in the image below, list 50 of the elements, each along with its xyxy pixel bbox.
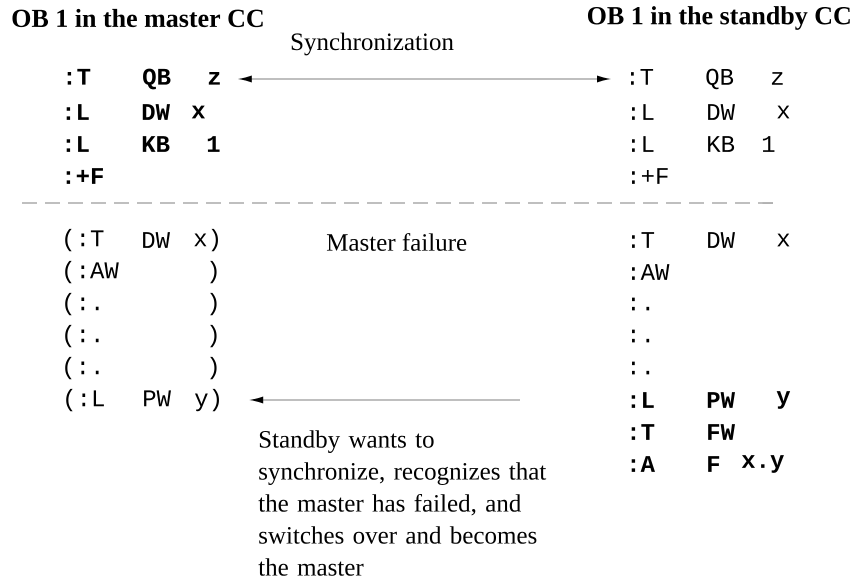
code-text: x xyxy=(777,106,790,118)
code-text: :+F xyxy=(632,168,668,184)
code-text: :L xyxy=(632,136,654,152)
code-text: x) xyxy=(194,228,218,252)
code-text: ) xyxy=(210,356,217,380)
code-text: :L xyxy=(66,136,89,152)
code-text: KB xyxy=(142,136,170,152)
code-text: ) xyxy=(210,292,217,316)
code-text: ) xyxy=(210,260,217,284)
column-heading: OB 1 in the standby CC xyxy=(588,6,850,30)
explanation-text: Standby wants to synchronize, recognizes that the master has failed, and switches over and becomes the master xyxy=(258,430,546,576)
code-text: y xyxy=(776,391,790,409)
code-text: :AW xyxy=(632,264,670,280)
code-text: :. xyxy=(632,362,650,374)
code-text: :L xyxy=(66,104,89,120)
code-text: :A xyxy=(632,456,655,472)
arrow xyxy=(239,76,610,82)
code-text: :+F xyxy=(66,168,103,184)
code-text: 1 xyxy=(208,136,220,152)
code-text: F xyxy=(708,456,720,472)
code-text: DW xyxy=(708,104,735,120)
code-text: x xyxy=(192,106,206,118)
code-text: :L xyxy=(632,392,654,408)
code-line: :T QB z xyxy=(68,68,220,90)
code-text: (:. xyxy=(65,356,99,380)
code-text: x.y xyxy=(742,455,784,473)
code-text: FW xyxy=(708,424,735,440)
code-text: x xyxy=(777,234,790,246)
arrow xyxy=(250,396,520,404)
code-text: :. xyxy=(632,330,650,342)
code-text: DW xyxy=(708,232,735,248)
code-text: DW xyxy=(143,232,170,248)
code-text: :T xyxy=(632,232,654,248)
event-label: Master failure xyxy=(326,233,466,251)
edge-label: Synchronization xyxy=(289,32,455,56)
code-text: :. xyxy=(632,298,650,310)
code-text: PW xyxy=(708,392,735,408)
code-text: 1 xyxy=(762,136,774,152)
code-text: :T xyxy=(632,424,654,440)
code-text: (:. xyxy=(65,324,99,348)
code-text: ) xyxy=(210,324,217,348)
code-line: (:L PW y) xyxy=(66,388,219,412)
code-text: (:AW xyxy=(65,260,119,284)
code-text: (:. xyxy=(65,292,99,316)
code-line: :T QB z xyxy=(631,68,783,90)
code-text: KB xyxy=(708,136,734,152)
column-heading: OB 1 in the master CC xyxy=(12,8,263,28)
code-text: (:T xyxy=(65,228,104,252)
code-text: :L xyxy=(632,104,654,120)
code-text: DW xyxy=(142,104,170,120)
